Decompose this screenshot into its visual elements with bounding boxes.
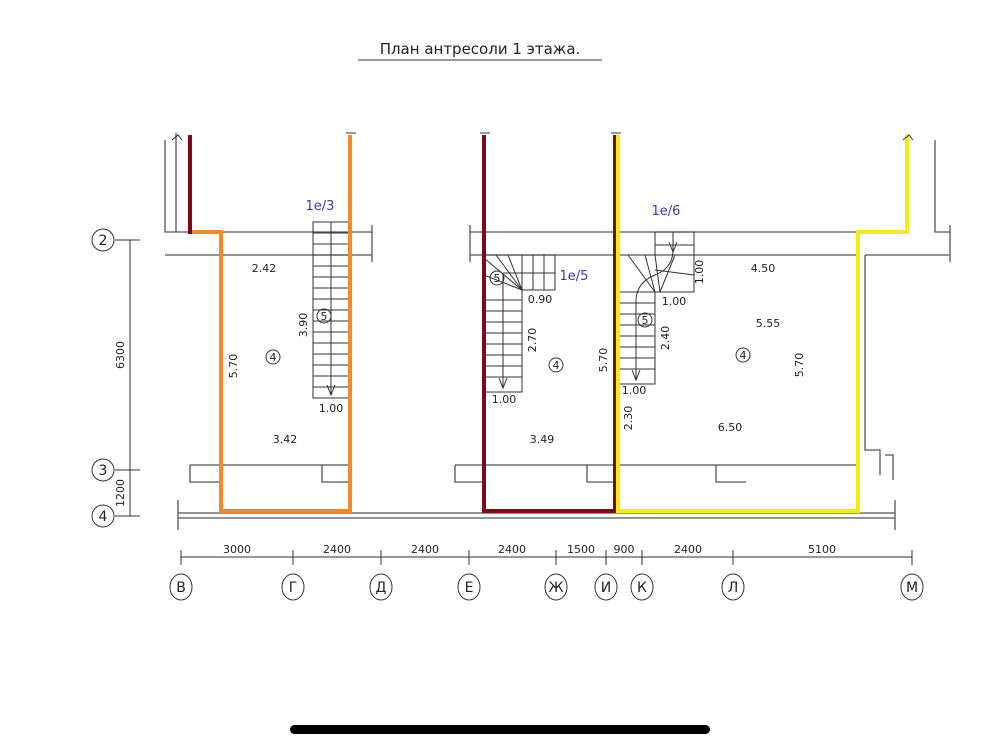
dimension-label: 3.42 — [273, 433, 298, 446]
room-marker: 4 — [740, 349, 747, 362]
dimension-label: 3.90 — [297, 313, 310, 338]
dimension-label: 2.40 — [659, 326, 672, 351]
dimension-label: 5.55 — [756, 317, 781, 330]
column-dimension: 2400 — [411, 543, 439, 556]
stair-marker: 5 — [321, 310, 328, 323]
dimension-label: 2.30 — [622, 406, 635, 431]
unit-label: 1е/5 — [560, 269, 589, 284]
stair-unit-3 — [618, 231, 695, 385]
dimension-label: 3.49 — [530, 433, 555, 446]
column-axis-label: К — [637, 580, 647, 596]
column-dimension: 3000 — [223, 543, 251, 556]
stair-unit-1 — [312, 221, 351, 399]
row-dimension: 6300 — [114, 341, 127, 369]
unit-1e5-outline[interactable] — [482, 135, 617, 513]
unit-label: 1е/6 — [652, 204, 681, 219]
dimension-label: 1.00 — [492, 393, 517, 406]
row-dimension: 1200 — [114, 479, 127, 507]
column-axis-label: М — [906, 580, 918, 596]
row-axis-label: 3 — [99, 463, 108, 479]
column-dimension: 2400 — [498, 543, 526, 556]
stair-marker: 5 — [494, 272, 501, 285]
column-dimension: 1500 — [567, 543, 595, 556]
column-axis-label: В — [176, 580, 186, 596]
column-dimension: 2400 — [323, 543, 351, 556]
stair-unit-2 — [483, 254, 556, 393]
dimension-label: 2.70 — [526, 328, 539, 353]
plan-title: План антресоли 1 этажа. — [380, 40, 581, 58]
dimension-label: 5.70 — [793, 353, 806, 378]
stair-marker: 5 — [642, 314, 649, 327]
break-marks — [171, 132, 914, 141]
unit-label: 1е/3 — [306, 199, 335, 214]
walls — [164, 133, 951, 530]
column-axes: 3000 2400 2400 2400 1500 900 2400 5100 В… — [169, 543, 924, 601]
column-axis-label: Е — [465, 580, 474, 596]
dimension-label: 6.50 — [718, 421, 743, 434]
row-axis-label: 4 — [99, 509, 108, 525]
column-axis-label: Г — [289, 580, 298, 596]
row-axes: 2 3 4 6300 1200 — [91, 228, 140, 528]
row-axis-label: 2 — [99, 233, 108, 249]
dimension-label: 1.00 — [693, 260, 706, 285]
column-dimension: 2400 — [674, 543, 702, 556]
unit-1e3-outline[interactable] — [192, 135, 352, 513]
column-axis-label: Л — [728, 580, 739, 596]
dimension-label: 5.70 — [227, 354, 240, 379]
dimension-label: 1.00 — [319, 402, 344, 415]
column-dimension: 5100 — [808, 543, 836, 556]
dimension-label: 4.50 — [751, 262, 776, 275]
dimension-label: 2.42 — [252, 262, 277, 275]
column-dimension: 900 — [614, 543, 635, 556]
dimension-label: 1.00 — [622, 384, 647, 397]
dimension-label: 1.00 — [662, 295, 687, 308]
home-indicator[interactable] — [290, 725, 710, 734]
column-axis-label: Ж — [548, 580, 563, 596]
room-marker: 4 — [270, 351, 277, 364]
dimension-label: 0.90 — [528, 293, 553, 306]
column-axis-label: И — [601, 580, 611, 596]
dimension-label: 5.70 — [597, 348, 610, 373]
column-axis-label: Д — [376, 580, 387, 596]
unit-1e6-outline[interactable] — [616, 135, 909, 513]
room-marker: 4 — [553, 359, 560, 372]
